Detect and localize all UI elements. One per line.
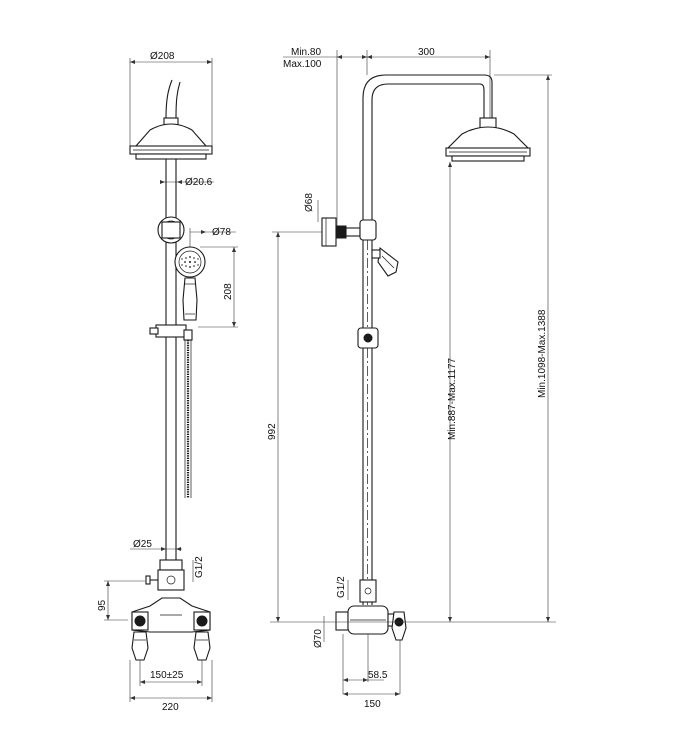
right-handle-cap bbox=[196, 615, 208, 627]
left-handle-cap bbox=[134, 615, 146, 627]
pipe-diameter-label: Ø25 bbox=[133, 539, 152, 550]
bracket-height-label: 992 bbox=[267, 423, 278, 440]
projection-small-label: 58.5 bbox=[368, 670, 388, 681]
shower-head-front bbox=[134, 123, 208, 147]
thread-top-label: G1/2 bbox=[194, 556, 205, 578]
handshower-height-label: 208 bbox=[223, 283, 234, 300]
head-diameter-label: Ø208 bbox=[150, 51, 175, 62]
thread-side-label: G1/2 bbox=[336, 576, 347, 598]
handshower-holder bbox=[155, 324, 187, 338]
diverter-side bbox=[359, 579, 377, 603]
wall-bracket-diameter-label: Ø68 bbox=[304, 193, 315, 212]
mixer-height-label: 95 bbox=[97, 599, 108, 611]
overall-width-label: 220 bbox=[162, 702, 179, 713]
centres-label: 150±25 bbox=[150, 670, 184, 681]
overall-height-label: Min.1098-Max.1388 bbox=[537, 309, 548, 398]
projection-large-label: 150 bbox=[364, 699, 381, 710]
handshower-diameter-label: Ø78 bbox=[212, 227, 231, 238]
offset-max-label: Max.100 bbox=[283, 59, 322, 70]
diverter-body bbox=[157, 569, 185, 591]
left-lever bbox=[131, 631, 149, 661]
side-view: Min.80 Max.100 300 Ø68 bbox=[267, 47, 556, 710]
arm-diameter-label: Ø20.6 bbox=[185, 177, 213, 188]
arm-projection-label: 300 bbox=[418, 47, 435, 58]
handshower-handle bbox=[182, 277, 198, 321]
right-lever bbox=[193, 631, 211, 661]
head-height-label: Min.887-Max.1177 bbox=[447, 357, 458, 440]
shower-head-side bbox=[446, 126, 530, 149]
front-view: Ø208 Ø20.6 Ø78 bbox=[97, 51, 238, 713]
flange-diameter-label: Ø70 bbox=[313, 629, 324, 648]
wall-bracket-plate bbox=[321, 217, 337, 247]
offset-min-label: Min.80 bbox=[291, 47, 321, 58]
